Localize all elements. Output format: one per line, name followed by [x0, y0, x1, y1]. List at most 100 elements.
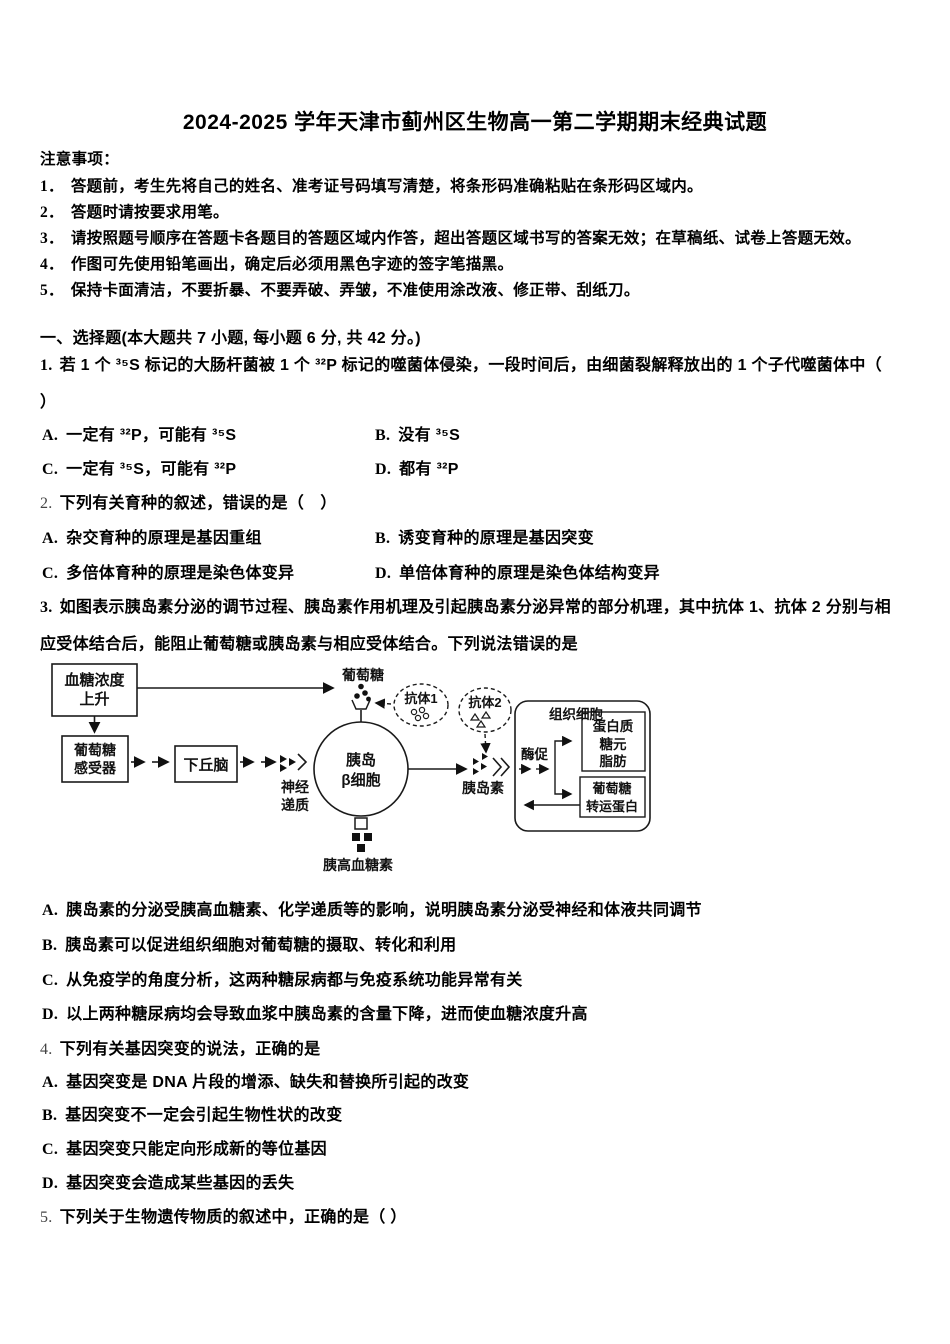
- box-glucose-transporter: [579, 776, 646, 818]
- beta-cell-circle: [313, 721, 409, 817]
- question-3-option-c: C. 从免疫学的角度分析，这两种糖尿病都与免疫系统功能异常有关: [42, 966, 523, 990]
- option-text: 诱变育种的原理是基因突变: [398, 530, 594, 547]
- option-text: 单倍体育种的原理是染色体结构变异: [399, 565, 660, 582]
- question-4-stem: 4.下列有关基因突变的说法，正确的是: [40, 1035, 320, 1059]
- label-beta-cell: β细胞: [341, 771, 380, 789]
- option-label: D.: [375, 461, 392, 478]
- option-text: 杂交育种的原理是基因重组: [66, 530, 262, 547]
- arrow-antibody2: [480, 733, 491, 754]
- option-label: B.: [42, 1107, 58, 1124]
- label-neurotransmitter-1: 神经: [281, 779, 309, 795]
- glucose-receptor: [351, 699, 371, 710]
- question-3-stem: 3.如图表示胰岛素分泌的调节过程、胰岛素作用机理及引起胰岛素分泌异常的部分机理，…: [40, 593, 891, 617]
- question-4-option-d: D.基因突变会造成某些基因的丢失: [42, 1169, 294, 1193]
- molecule-glyphs: [280, 683, 488, 852]
- question-1-option-a: A. 一定有 ³²P，可能有 ³⁵S: [42, 421, 236, 445]
- option-label: B.: [42, 937, 58, 954]
- notice-item-3: 3． 请按照题号顺序在答题卡各题目的答题区域内作答，超出答题区域书写的答案无效；在…: [40, 226, 861, 248]
- label-neurotransmitter-2: 递质: [281, 797, 309, 813]
- notice-item-5-num: 5．: [40, 282, 64, 299]
- question-2-option-b: B.诱变育种的原理是基因突变: [375, 524, 594, 548]
- option-text: 一定有 ³²P，可能有 ³⁵S: [66, 427, 237, 444]
- option-text: 基因突变不一定会引起生物性状的改变: [65, 1107, 343, 1124]
- antibody1-bubble: [393, 683, 449, 727]
- glucagon-receptor: [354, 817, 368, 830]
- question-2-stem: 2. 下列有关育种的叙述，错误的是（ ）: [40, 489, 337, 513]
- option-text: 从免疫学的角度分析，这两种糖尿病都与免疫系统功能异常有关: [66, 972, 523, 989]
- question-2-option-d: D. 单倍体育种的原理是染色体结构变异: [375, 559, 660, 583]
- option-text: 基因突变会造成某些基因的丢失: [66, 1175, 295, 1192]
- arrow-antibody1: [374, 698, 392, 709]
- page-title: 2024-2025 学年天津市蓟州区生物高一第二学期期末经典试题: [182, 111, 768, 134]
- label-antibody2: 抗体2: [468, 695, 501, 710]
- section-heading: 一、选择题(本大题共 7 小题, 每小题 6 分, 共 42 分。): [40, 330, 421, 347]
- label-fat: 脂肪: [599, 753, 628, 769]
- question-3-number: 3.: [40, 599, 53, 616]
- option-label: C.: [42, 972, 59, 989]
- box-tissue-cell: [514, 700, 651, 832]
- question-2-stem-text: 下列有关育种的叙述，错误的是（ ）: [59, 495, 337, 512]
- antibody-glyphs: [410, 706, 492, 728]
- label-protein: 蛋白质: [593, 718, 634, 734]
- question-3-stem-cont: 应受体结合后，能阻止葡萄糖或胰岛素与相应受体结合。下列说法错误的是: [40, 636, 578, 653]
- question-1-option-d: D.都有 ³²P: [375, 455, 459, 479]
- question-3-option-a: A.胰岛素的分泌受胰高血糖素、化学递质等的影响，说明胰岛素分泌受神经和体液共同调…: [42, 896, 702, 920]
- option-text: 多倍体育种的原理是染色体变异: [66, 565, 295, 582]
- notice-item-1-text: 答题前，考生先将自己的姓名、准考证号码填写清楚，将条形码准确粘贴在条形码区域内。: [70, 178, 703, 195]
- question-3-option-d: D.以上两种糖尿病均会导致血浆中胰岛素的含量下降，进而使血糖浓度升高: [42, 1000, 588, 1024]
- insulin-receptor-chevron: [492, 757, 503, 777]
- option-text: 基因突变只能定向形成新的等位基因: [66, 1141, 327, 1158]
- arrow-branch-up: [554, 735, 573, 769]
- notice-item-1: 1．答题前，考生先将自己的姓名、准考证号码填写清楚，将条形码准确粘贴在条形码区域…: [40, 174, 703, 196]
- option-label: A.: [42, 427, 59, 444]
- option-label: A.: [42, 530, 59, 547]
- question-5-stem: 5.下列关于生物遗传物质的叙述中，正确的是（ ）: [40, 1203, 407, 1227]
- membrane-chevron: [297, 753, 308, 771]
- question-2-number: 2.: [40, 495, 53, 512]
- notice-item-5: 5． 保持卡面清洁，不要折暴、不要弄破、弄皱，不准使用涂改液、修正带、刮纸刀。: [40, 278, 640, 300]
- notice-item-3-num: 3．: [40, 230, 64, 247]
- label-glucose: 葡萄糖: [341, 667, 384, 683]
- question-1-stem-text: 若 1 个 ³⁵S 标记的大肠杆菌被 1 个 ³²P 标记的噬菌体侵染，一段时间…: [59, 357, 882, 374]
- option-label: D.: [42, 1006, 59, 1023]
- option-text: 一定有 ³⁵S，可能有 ³²P: [66, 461, 237, 478]
- question-2-option-c: C.多倍体育种的原理是染色体变异: [42, 559, 294, 583]
- notice-item-2-num: 2．: [40, 204, 64, 221]
- insulin-regulation-diagram: 血糖浓度 上升 葡萄糖 感受器 下丘脑 神经 递质 胰岛 β细胞 葡萄糖 抗体1…: [51, 663, 651, 873]
- option-text: 胰岛素的分泌受胰高血糖素、化学递质等的影响，说明胰岛素分泌受神经和体液共同调节: [66, 902, 702, 919]
- notice-item-3-text: 请按照题号顺序在答题卡各题目的答题区域内作答，超出答题区域书写的答案无效；在草稿…: [70, 230, 861, 247]
- antibody2-bubble: [458, 687, 512, 733]
- label-tissue-cell: 组织细胞: [549, 706, 603, 722]
- question-1-option-c: C.一定有 ³⁵S，可能有 ³²P: [42, 455, 236, 479]
- label-antibody1: 抗体1: [404, 691, 437, 706]
- label-glycogen: 糖元: [600, 736, 628, 752]
- label-hypothalamus: 下丘脑: [183, 756, 228, 774]
- arrow-branch-down: [554, 769, 573, 800]
- question-2-option-a: A. 杂交育种的原理是基因重组: [42, 524, 262, 548]
- question-1-number: 1.: [40, 357, 53, 374]
- notice-item-5-text: 保持卡面清洁，不要折暴、不要弄破、弄皱，不准使用涂改液、修正带、刮纸刀。: [70, 282, 640, 299]
- option-label: C.: [42, 1141, 59, 1158]
- notice-heading: 注意事项：: [40, 151, 120, 168]
- label-transporter-2: 转运蛋白: [586, 799, 638, 814]
- label-blood-glucose-1: 血糖浓度: [64, 671, 125, 689]
- label-insulin: 胰岛素: [462, 780, 504, 796]
- label-glucose-sensor-1: 葡萄糖: [73, 742, 116, 758]
- box-protein-glycogen-fat: [581, 711, 646, 772]
- label-blood-glucose-2: 上升: [79, 691, 109, 708]
- label-islet: 胰岛: [346, 751, 376, 769]
- box-glucose-sensor: [61, 735, 129, 783]
- question-1-stem: 1. 若 1 个 ³⁵S 标记的大肠杆菌被 1 个 ³²P 标记的噬菌体侵染，一段…: [40, 351, 882, 375]
- option-label: D.: [375, 565, 392, 582]
- option-text: 基因突变是 DNA 片段的增添、缺失和替换所引起的改变: [66, 1074, 470, 1091]
- label-enzyme: 酶促: [521, 746, 549, 762]
- box-hypothalamus: [174, 745, 238, 783]
- question-3-option-b: B.胰岛素可以促进组织细胞对葡萄糖的摄取、转化和利用: [42, 931, 456, 955]
- option-label: B.: [375, 427, 391, 444]
- notice-item-2: 2．答题时请按要求用笔。: [40, 200, 229, 222]
- option-label: A.: [42, 1074, 59, 1091]
- label-transporter-1: 葡萄糖: [591, 781, 631, 796]
- question-1-stem-cont: ）: [40, 394, 57, 411]
- question-4-option-c: C. 基因突变只能定向形成新的等位基因: [42, 1135, 327, 1159]
